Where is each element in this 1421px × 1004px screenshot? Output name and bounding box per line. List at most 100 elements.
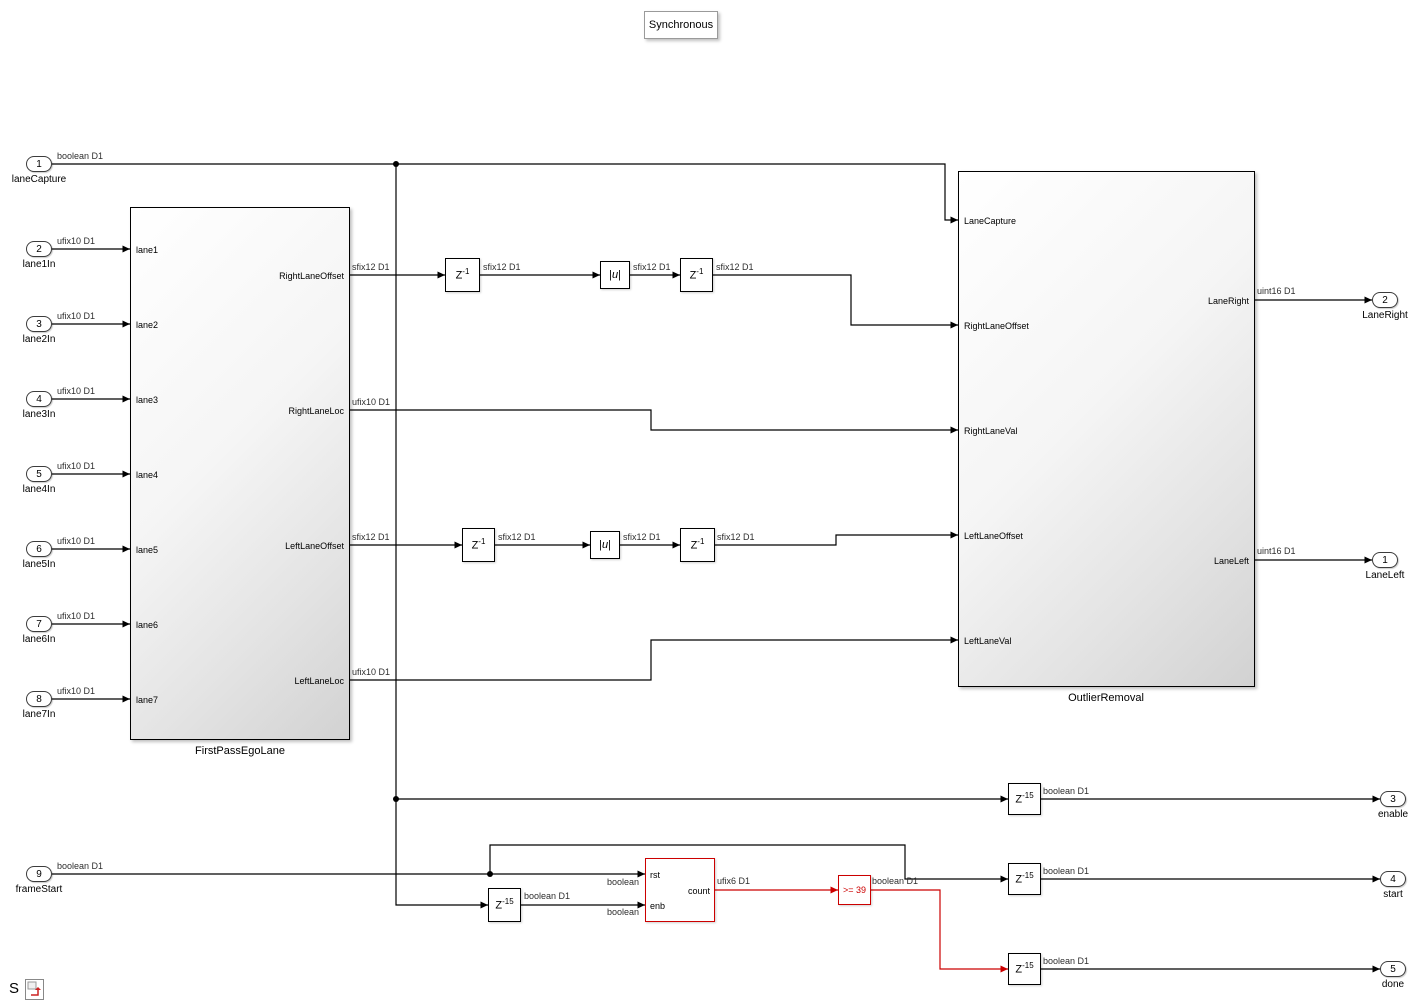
inport-label-lane4in: lane4In — [22, 484, 56, 495]
port-number: 5 — [36, 468, 42, 480]
signal-label: ufix10 D1 — [57, 611, 96, 621]
delay-text: Z-1 — [689, 267, 704, 282]
signal-label: ufix10 D1 — [352, 397, 391, 407]
signal-label: ufix10 D1 — [57, 536, 96, 546]
wire-leftlaneoffset-d[interactable] — [715, 531, 958, 546]
pin-rightlaneloc: RightLaneLoc — [288, 406, 344, 416]
inport-lane6in[interactable]: 7 — [26, 616, 52, 632]
signal-label: sfix12 D1 — [498, 532, 536, 542]
port-number: 6 — [36, 543, 42, 555]
signal-label: boolean — [607, 907, 640, 917]
signal-label: boolean D1 — [1043, 866, 1090, 876]
delay-block-right-1[interactable]: Z-1 — [445, 258, 480, 292]
signal-label: boolean D1 — [524, 891, 571, 901]
wire-leftlaneloc[interactable] — [350, 636, 958, 681]
signal-label: boolean D1 — [1043, 786, 1090, 796]
block-label-firstpassegolane: FirstPassEgoLane — [195, 745, 285, 757]
wire-rightlaneloc[interactable] — [350, 409, 958, 434]
signal-label: ufix6 D1 — [717, 876, 751, 886]
pin-laneright: LaneRight — [1207, 296, 1249, 306]
pin-lanecapture: LaneCapture — [964, 216, 1017, 226]
counter-block[interactable]: rst enb count — [645, 858, 715, 922]
delay-block-left-1[interactable]: Z-1 — [462, 528, 495, 562]
model-badge-icon[interactable] — [25, 979, 44, 1004]
pin-lane7: lane7 — [136, 695, 159, 705]
signal-label: sfix12 D1 — [483, 262, 521, 272]
wire-lanecapture-branch-enb[interactable] — [395, 164, 488, 909]
delay15-block-enable[interactable]: Z-15 — [1008, 783, 1041, 815]
outport-label-enable: enable — [1377, 809, 1409, 820]
outport-label-start: start — [1383, 889, 1403, 900]
wire-rightlaneoffset-d[interactable] — [713, 274, 958, 329]
pin-lane1: lane1 — [136, 245, 159, 255]
annotation-synchronous[interactable]: Synchronous — [644, 11, 718, 39]
port-number: 1 — [36, 158, 42, 170]
inport-lanecapture[interactable]: 1 — [26, 156, 52, 172]
pin-rightlaneval: RightLaneVal — [964, 426, 1018, 436]
inport-label-lanecapture: laneCapture — [11, 174, 67, 185]
compare-block[interactable]: >= 39 — [838, 875, 871, 905]
wire-junction — [393, 796, 399, 802]
badge-icon-graphic — [25, 979, 44, 1000]
pin-lane2: lane2 — [136, 320, 159, 330]
inport-lane3in[interactable]: 4 — [26, 391, 52, 407]
pin-rightlaneoffset-in: RightLaneOffset — [964, 321, 1029, 331]
signal-label: sfix12 D1 — [623, 532, 661, 542]
port-number: 8 — [36, 693, 42, 705]
delay-text: Z-15 — [495, 897, 514, 912]
sample-time-legend-label: S — [9, 980, 20, 997]
inport-lane5in[interactable]: 6 — [26, 541, 52, 557]
port-number: 3 — [1390, 793, 1396, 805]
outport-label-laneleft: LaneLeft — [1365, 570, 1405, 581]
signal-label: ufix10 D1 — [57, 311, 96, 321]
inport-framestart[interactable]: 9 — [26, 866, 52, 882]
signal-label: boolean D1 — [872, 876, 919, 886]
port-number: 4 — [36, 393, 42, 405]
port-number: 9 — [36, 868, 42, 880]
abs-block-left[interactable]: |u| — [590, 531, 620, 559]
pin-lane3: lane3 — [136, 395, 159, 405]
inport-lane4in[interactable]: 5 — [26, 466, 52, 482]
inport-label-lane3in: lane3In — [22, 409, 56, 420]
pin-leftlaneval: LeftLaneVal — [964, 636, 1012, 646]
delay-block-left-2[interactable]: Z-1 — [680, 528, 715, 562]
signal-label: sfix12 D1 — [716, 262, 754, 272]
delay15-block-done[interactable]: Z-15 — [1008, 953, 1041, 985]
inport-lane7in[interactable]: 8 — [26, 691, 52, 707]
wire-junction — [487, 871, 493, 877]
delay-text: Z-1 — [690, 537, 705, 552]
signal-label: uint16 D1 — [1257, 286, 1296, 296]
outport-start[interactable]: 4 — [1380, 871, 1406, 887]
signal-label: uint16 D1 — [1257, 546, 1296, 556]
signal-label: boolean D1 — [57, 861, 104, 871]
delay-text: Z-1 — [471, 537, 486, 552]
outport-laneright[interactable]: 2 — [1372, 292, 1398, 308]
wire-framestart-branch-start[interactable] — [489, 844, 1008, 883]
delay-text: Z-1 — [455, 267, 470, 282]
delay-text: Z-15 — [1015, 961, 1034, 976]
wire-lanecapture[interactable] — [52, 163, 958, 224]
outport-laneleft[interactable]: 1 — [1372, 552, 1398, 568]
block-firstpassegolane[interactable]: lane1 lane2 lane3 lane4 lane5 lane6 lane… — [130, 207, 350, 740]
port-number: 4 — [1390, 873, 1396, 885]
signal-label: sfix12 D1 — [352, 262, 390, 272]
port-number: 2 — [1382, 294, 1388, 306]
abs-block-right[interactable]: |u| — [600, 261, 630, 289]
inport-lane2in[interactable]: 3 — [26, 316, 52, 332]
inport-label-lane7in: lane7In — [22, 709, 56, 720]
block-outlierremoval[interactable]: LaneCapture RightLaneOffset RightLaneVal… — [958, 171, 1255, 687]
delay-text: Z-15 — [1015, 871, 1034, 886]
delay-block-right-2[interactable]: Z-1 — [680, 258, 713, 292]
pin-rightlaneoffset: RightLaneOffset — [279, 271, 344, 281]
signal-label: sfix12 D1 — [352, 532, 390, 542]
outport-enable[interactable]: 3 — [1380, 791, 1406, 807]
inport-lane1in[interactable]: 2 — [26, 241, 52, 257]
delay15-block-start[interactable]: Z-15 — [1008, 863, 1041, 895]
outport-done[interactable]: 5 — [1380, 961, 1406, 977]
inport-label-lane5in: lane5In — [22, 559, 56, 570]
counter-rst-label: rst — [650, 870, 660, 880]
delay15-block-enb[interactable]: Z-15 — [488, 888, 521, 922]
pin-lane6: lane6 — [136, 620, 159, 630]
wire-compare-to-done[interactable] — [871, 889, 1008, 973]
port-number: 7 — [36, 618, 42, 630]
